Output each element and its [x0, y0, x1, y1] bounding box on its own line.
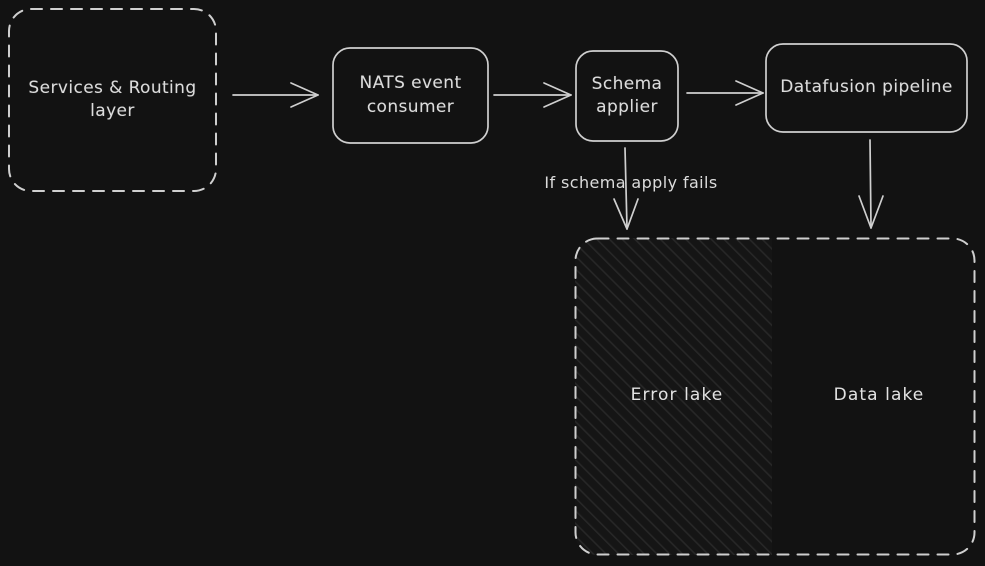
node-nats-event-consumer-shape[interactable] [332, 47, 489, 144]
edge-nats-to-schema-arrow [493, 82, 572, 108]
node-schema-applier-shape[interactable] [575, 50, 679, 142]
error-lake-hachure-fill [575, 238, 772, 555]
edge-datafusion-to-data-lake-arrow [858, 139, 884, 229]
edge-schema-to-datafusion-arrow [686, 80, 764, 106]
lake-container-border [574, 237, 976, 556]
node-services-routing-layer-shape[interactable] [8, 8, 217, 192]
edge-services-to-nats-arrow [232, 82, 319, 108]
lake-container-group [574, 237, 976, 556]
edge-schema-to-error-lake-arrow [613, 147, 639, 230]
node-datafusion-pipeline-shape[interactable] [765, 43, 968, 133]
